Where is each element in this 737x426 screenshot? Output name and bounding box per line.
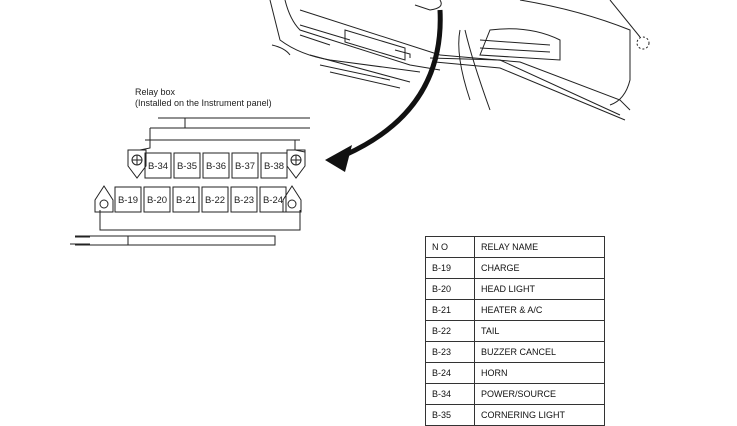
relay-name: BUZZER CANCEL (474, 341, 605, 363)
relay-label: B-23 (234, 195, 254, 206)
relay-no: B-21 (425, 299, 475, 321)
location-arrow (343, 9, 443, 158)
relay-no: B-35 (425, 404, 475, 426)
relay-label: B-19 (118, 195, 138, 206)
relay-label: B-36 (206, 161, 226, 172)
relay-no: B-34 (425, 383, 475, 405)
header-relay-name: RELAY NAME (474, 236, 605, 258)
relay-name: HEAD LIGHT (474, 278, 605, 300)
relay-name: HEATER & A/C (474, 299, 605, 321)
relay-name: TAIL (474, 320, 605, 342)
relay-socket (230, 186, 258, 213)
relay-name: HORN (474, 362, 605, 384)
relay-socket (143, 186, 171, 213)
relay-socket (231, 152, 259, 179)
table-header-row: N O RELAY NAME (425, 236, 605, 258)
relay-name: CHARGE (474, 257, 605, 279)
caption-title: Relay box (135, 87, 176, 97)
relay-no: B-19 (425, 257, 475, 279)
relay-socket (173, 152, 201, 179)
relay-socket (202, 152, 230, 179)
header-no: N O (425, 236, 475, 258)
relay-socket (201, 186, 229, 213)
relay-no: B-23 (425, 341, 475, 363)
relay-socket (172, 186, 200, 213)
caption-subtitle: (Installed on the Instrument panel) (135, 98, 272, 108)
relay-box-housing (70, 117, 310, 246)
relay-row-bottom: B-19 B-20 B-21 B-22 B-23 B-24 (114, 186, 287, 213)
relay-label: B-20 (147, 195, 167, 206)
relay-label: B-22 (205, 195, 225, 206)
relay-socket (114, 186, 142, 213)
relay-label: B-37 (235, 161, 255, 172)
relay-label: B-21 (176, 195, 196, 206)
arrow-head-icon (325, 145, 352, 172)
relay-label: B-35 (177, 161, 197, 172)
relay-socket (259, 186, 287, 213)
relay-label: B-34 (148, 161, 168, 172)
dashboard-illustration (269, 0, 650, 121)
relay-row-top: B-34 B-35 B-36 B-37 B-38 (144, 152, 288, 179)
relay-no: B-24 (425, 362, 475, 384)
relay-no: B-20 (425, 278, 475, 300)
relay-socket (260, 152, 288, 179)
relay-socket (144, 152, 172, 179)
relay-label: B-24 (263, 195, 283, 206)
relay-no: B-22 (425, 320, 475, 342)
relay-name: POWER/SOURCE (474, 383, 605, 405)
relay-name: CORNERING LIGHT (474, 404, 605, 426)
relay-label: B-38 (264, 161, 284, 172)
